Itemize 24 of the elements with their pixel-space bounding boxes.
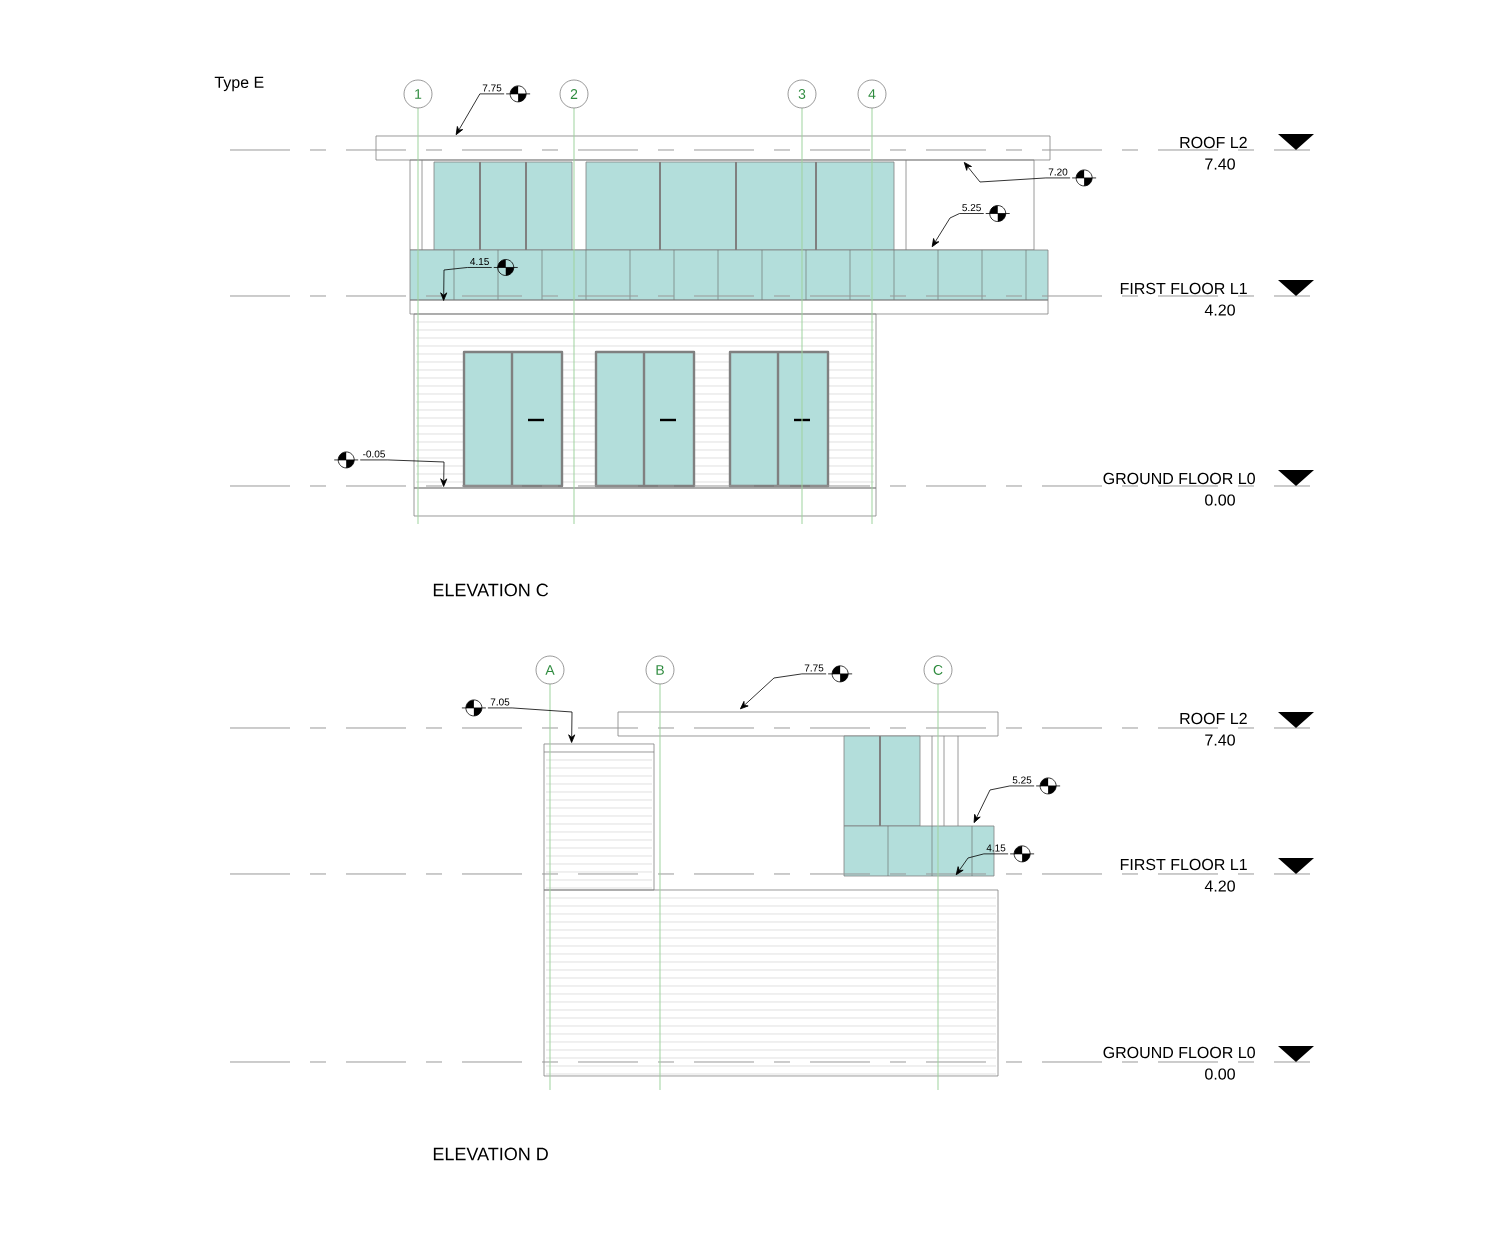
level-name: FIRST FLOOR L1 (1120, 858, 1247, 871)
level-name: GROUND FLOOR L0 (1103, 1046, 1255, 1059)
level-value: 7.40 (1205, 158, 1235, 170)
level-name: GROUND FLOOR L0 (1103, 472, 1255, 485)
level-value: 0.00 (1205, 494, 1235, 506)
leader-line (973, 785, 1035, 823)
leader-line (963, 162, 1071, 183)
level-value: 7.40 (1205, 734, 1235, 746)
leader-line (359, 459, 448, 487)
type-label: Type E (214, 76, 264, 92)
level-value: 4.20 (1204, 304, 1235, 316)
view-title: ELEVATION C (433, 583, 549, 597)
level-value: 4.20 (1204, 880, 1235, 892)
leader-line (487, 707, 576, 743)
leader-line (955, 853, 1009, 876)
leader-line (740, 673, 827, 710)
level-name: ROOF L2 (1180, 136, 1247, 149)
view-title: ELEVATION D (433, 1147, 548, 1161)
level-value: 0.00 (1205, 1068, 1235, 1080)
leader-line (931, 213, 985, 248)
level-name: FIRST FLOOR L1 (1120, 282, 1247, 295)
level-name: ROOF L2 (1180, 712, 1247, 725)
leader-line (440, 267, 493, 301)
leader-line (455, 93, 505, 136)
